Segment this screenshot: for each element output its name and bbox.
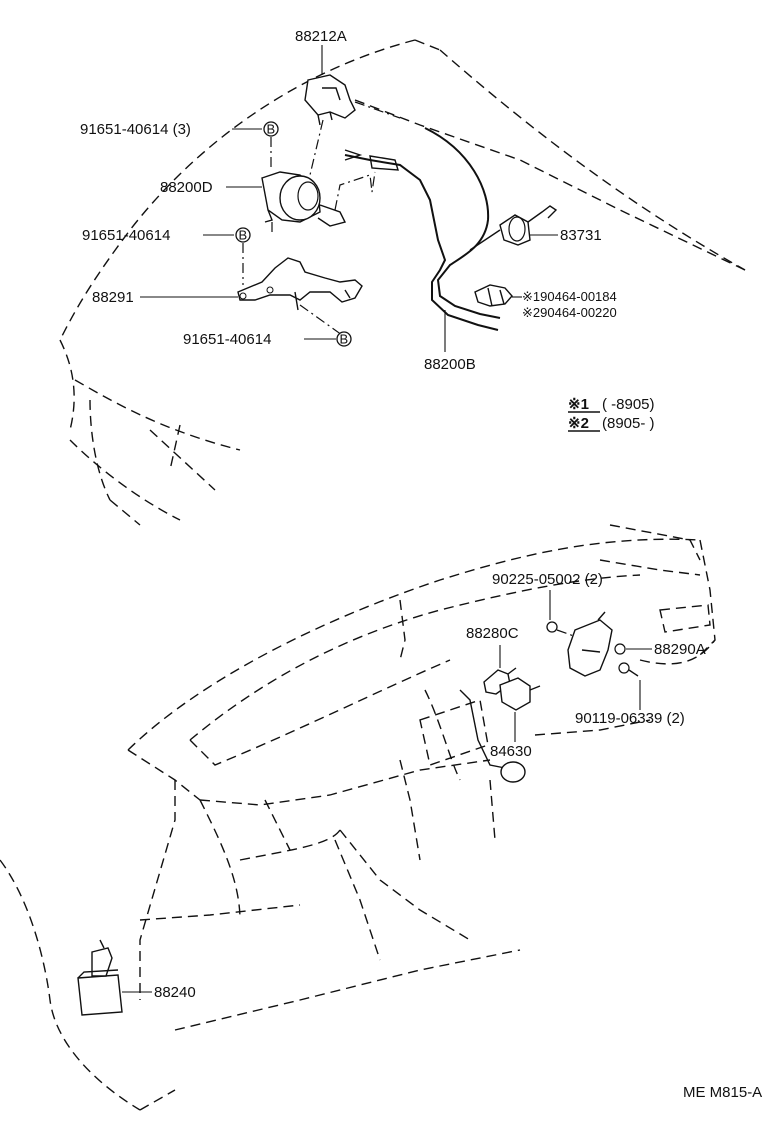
label-88291: 88291 xyxy=(92,289,134,306)
diagram-code: ME M815-A xyxy=(683,1084,762,1101)
model-year-notes: ※1 ( -8905) ※2 (8905- ) xyxy=(568,396,655,432)
label-91651-40614-a: 91651-40614 xyxy=(82,227,170,244)
label-88200D: 88200D xyxy=(160,179,213,196)
dashboard-outline xyxy=(0,524,716,1111)
note-2-mark: ※2 xyxy=(568,415,589,432)
part-90225-nut xyxy=(546,621,558,633)
part-83731-cable-end xyxy=(469,205,558,251)
cable-route-88200D xyxy=(334,171,376,211)
note-1-mark: ※1 xyxy=(568,396,589,413)
part-88200B-cable xyxy=(344,127,501,331)
part-88290A-bracket xyxy=(567,611,613,677)
note-1-text: ( -8905) xyxy=(602,396,655,413)
label-90225: 90225-05002 (2) xyxy=(492,571,603,588)
part-88212A-bracket xyxy=(304,74,356,126)
bolt-b-letter: B xyxy=(239,228,248,243)
hood-outline xyxy=(59,39,746,526)
part-84630-switch xyxy=(459,677,541,783)
label-91651-40614-3: 91651-40614 (3) xyxy=(80,121,191,138)
label-83731: 83731 xyxy=(560,227,602,244)
bolt-b-letter: B xyxy=(340,332,349,347)
part-90119-screw xyxy=(618,662,639,677)
note-2-text: (8905- ) xyxy=(602,415,655,432)
console-panel xyxy=(419,604,711,766)
bolt-b-marker-1: B xyxy=(263,121,279,137)
leader-88212A-hood xyxy=(354,101,401,119)
leader-bolt-b-3 xyxy=(299,304,343,336)
part-88290A-fastener xyxy=(614,643,626,655)
label-91651-40614-b: 91651-40614 xyxy=(183,331,271,348)
label-88200B: 88200B xyxy=(424,356,476,373)
label-88280C: 88280C xyxy=(466,625,519,642)
label-90464-1: ※190464-00184 xyxy=(522,289,617,304)
label-84630: 84630 xyxy=(490,743,532,760)
part-88200D-actuator xyxy=(261,171,347,227)
label-88290A: 88290A xyxy=(654,641,706,658)
bolt-b-letter: B xyxy=(267,122,276,137)
part-88240-ecu xyxy=(77,939,123,1016)
label-90119: 90119-06339 (2) xyxy=(575,710,685,727)
bolt-b-marker-2: B xyxy=(235,227,251,243)
part-88291-bracket xyxy=(237,257,363,311)
label-90464-2: ※290464-00220 xyxy=(522,305,617,320)
label-88240: 88240 xyxy=(154,984,196,1001)
label-88212A: 88212A xyxy=(295,28,347,45)
bolt-b-marker-3: B xyxy=(336,331,352,347)
leader-88200D-bracket xyxy=(309,119,324,176)
part-90464-clip xyxy=(474,284,513,307)
